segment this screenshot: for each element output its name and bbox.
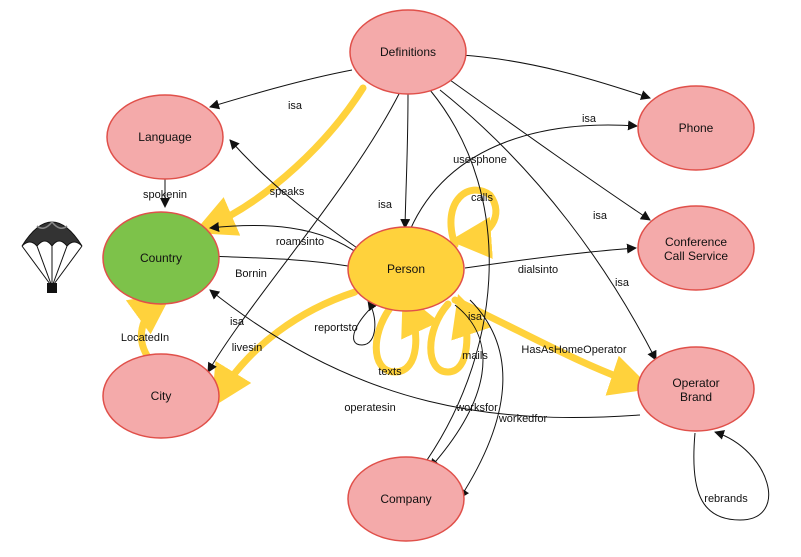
- edge-label-speaks: speaks: [270, 186, 305, 198]
- edge-operator-country[interactable]: [209, 289, 641, 418]
- node-person[interactable]: Person: [347, 226, 465, 312]
- edge-operator-rebrands[interactable]: [693, 430, 769, 521]
- node-operator-label-2: Brand: [680, 390, 712, 404]
- edge-labels: isa isa isa isa isa isa isa spokenin spe…: [121, 100, 748, 505]
- edge-label-worksfor: worksfor: [455, 402, 498, 414]
- node-definitions-label: Definitions: [380, 45, 436, 59]
- edge-label-usesphone: usesphone: [453, 154, 507, 166]
- edge-label-livesin: livesin: [232, 342, 263, 354]
- node-company[interactable]: Company: [347, 456, 465, 542]
- edge-label-operatesin: operatesin: [344, 402, 395, 414]
- node-phone-shape: [637, 85, 755, 171]
- node-operator-brand[interactable]: Operator Brand: [637, 346, 755, 432]
- edge-label-isa-operator: isa: [615, 277, 630, 289]
- edge-person-conference[interactable]: [464, 243, 637, 269]
- edge-definitions-city[interactable]: [207, 91, 401, 373]
- edge-label-rebrands: rebrands: [704, 493, 748, 505]
- node-phone-label: Phone: [679, 121, 714, 135]
- edge-label-spokenin: spokenin: [143, 189, 187, 201]
- node-company-shape: [347, 456, 465, 542]
- edge-person-company-2[interactable]: [429, 304, 484, 469]
- node-company-label: Company: [380, 492, 431, 506]
- node-city-label: City: [151, 389, 172, 403]
- edge-label-isa-person: isa: [378, 199, 393, 211]
- highlight-edge-calls[interactable]: [447, 186, 500, 259]
- edge-label-isa-language: isa: [288, 100, 303, 112]
- node-definitions-shape: [349, 9, 467, 95]
- highlight-edge-mails[interactable]: [427, 294, 492, 376]
- edge-person-country-roamsinto[interactable]: [209, 222, 361, 256]
- highlight-edge-hasashomeoperator[interactable]: [451, 296, 652, 396]
- edge-person-reportsto[interactable]: [353, 299, 381, 346]
- node-conference-label-2: Call Service: [664, 249, 728, 263]
- edge-label-roamsinto: roamsinto: [276, 236, 324, 248]
- edge-label-reportsto: reportsto: [314, 322, 357, 334]
- edge-definitions-language[interactable]: [209, 69, 353, 110]
- edge-person-country-bornin[interactable]: [207, 251, 349, 267]
- node-language-label: Language: [138, 130, 192, 144]
- node-conference-call-service[interactable]: Conference Call Service: [637, 205, 755, 291]
- edge-label-calls: calls: [471, 192, 494, 204]
- highlight-edge-definitions-country[interactable]: [193, 84, 367, 236]
- highlight-edges: [125, 84, 652, 408]
- parachute-icon[interactable]: [21, 220, 83, 293]
- highlight-edge-texts[interactable]: [372, 292, 440, 376]
- edge-definitions-conference[interactable]: [449, 79, 651, 221]
- edge-label-isa-conference: isa: [593, 210, 608, 222]
- edge-person-language[interactable]: [229, 139, 361, 251]
- node-country-label: Country: [140, 251, 182, 265]
- edge-definitions-company[interactable]: [419, 89, 490, 471]
- edge-label-isa-phone: isa: [582, 113, 597, 125]
- edge-label-hasashomeoperator: HasAsHomeOperator: [521, 344, 626, 356]
- edge-person-company[interactable]: [459, 299, 504, 499]
- edge-label-isa-city: isa: [230, 316, 245, 328]
- node-operator-shape: [637, 346, 755, 432]
- node-definitions[interactable]: Definitions: [349, 9, 467, 95]
- node-person-shape: [347, 226, 465, 312]
- edge-label-workedfor: workedfor: [498, 413, 548, 425]
- nodes: Definitions Language Country City Person…: [102, 9, 755, 542]
- node-person-label: Person: [387, 262, 425, 276]
- node-language[interactable]: Language: [106, 94, 224, 180]
- node-operator-label-1: Operator: [672, 376, 719, 390]
- node-conference-label-1: Conference: [665, 235, 727, 249]
- edge-label-texts: texts: [378, 366, 402, 378]
- node-country-shape: [102, 211, 220, 305]
- edge-label-locatedin: LocatedIn: [121, 332, 169, 344]
- node-conference-shape: [637, 205, 755, 291]
- edge-definitions-phone[interactable]: [461, 54, 651, 100]
- node-phone[interactable]: Phone: [637, 85, 755, 171]
- highlight-edge-city-country[interactable]: [125, 292, 173, 364]
- edge-person-phone[interactable]: [409, 120, 638, 231]
- edge-definitions-operator[interactable]: [439, 89, 657, 361]
- edge-definitions-person[interactable]: [400, 91, 411, 229]
- edge-label-dialsinto: dialsinto: [518, 264, 558, 276]
- node-language-shape: [106, 94, 224, 180]
- node-city[interactable]: City: [102, 353, 220, 439]
- node-city-shape: [102, 353, 220, 439]
- edge-label-mails: mails: [462, 350, 488, 362]
- highlight-edge-person-city[interactable]: [211, 288, 359, 408]
- node-country[interactable]: Country: [102, 211, 220, 305]
- edge-label-bornin: Bornin: [235, 268, 267, 280]
- edge-label-isa-company: isa: [468, 311, 483, 323]
- edges: [160, 54, 769, 521]
